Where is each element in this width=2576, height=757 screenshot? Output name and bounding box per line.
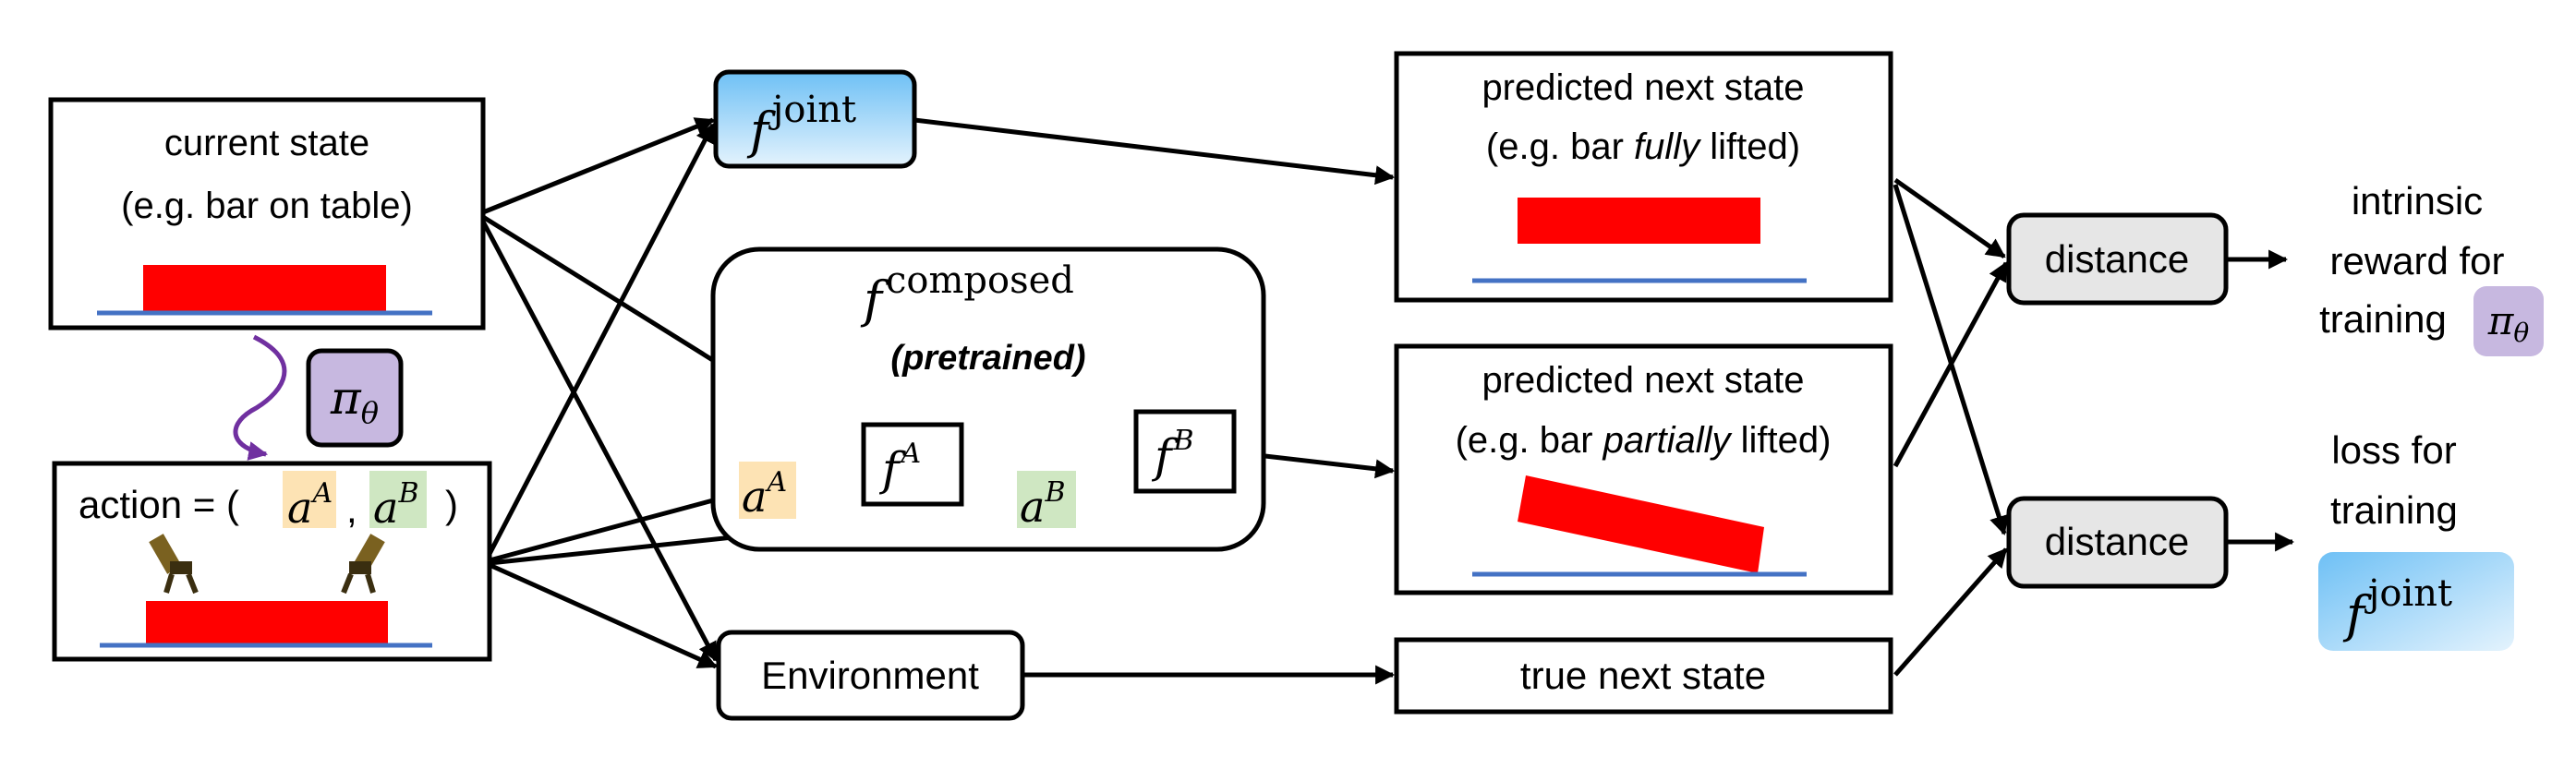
predicted-full-example: (e.g. bar fully lifted) — [1486, 126, 1800, 167]
predicted-full-title: predicted next state — [1482, 67, 1804, 108]
distance-bottom-box: distance — [2006, 496, 2229, 589]
edge-action-to-fjoint — [487, 123, 716, 556]
svg-text:fA: fA — [878, 438, 921, 496]
aB-token-highlight — [1017, 471, 1076, 528]
bar-partially-lifted — [1518, 475, 1764, 573]
gripper-left-icon — [149, 534, 199, 595]
predicted-partial-box: predicted next state (e.g. bar partially… — [1394, 343, 1893, 595]
svg-text:reward for: reward for — [2329, 239, 2504, 282]
true-next-state-label: true next state — [1520, 654, 1766, 697]
action-comma: , — [346, 487, 357, 531]
edge-current-to-fjoint — [482, 117, 715, 215]
current-state-example: (e.g. bar on table) — [121, 186, 413, 226]
current-state-box: current state (e.g. bar on table) — [48, 97, 486, 330]
predicted-partial-title: predicted next state — [1482, 360, 1804, 401]
edge-action-to-environment — [488, 562, 718, 669]
distance-top-label: distance — [2045, 237, 2189, 281]
action-aA: aA — [287, 477, 333, 533]
svg-text:fB: fB — [1151, 425, 1194, 483]
bar-fully-lifted — [1518, 198, 1760, 244]
edge-full-to-distance-top — [1893, 177, 2006, 259]
bar-under-grippers — [146, 601, 388, 645]
edge-true-to-distance-bottom — [1893, 547, 2008, 677]
edge-fjoint-to-predicted-full — [913, 117, 1396, 186]
true-next-state-box: true next state — [1394, 637, 1893, 715]
intrinsic-reward-text: intrinsic reward for training πθ — [2319, 179, 2544, 356]
predicted-partial-example: (e.g. bar partially lifted) — [1456, 420, 1832, 461]
action-box: action = ( aA , aB ) — [52, 461, 492, 662]
policy-badge: πθ — [306, 348, 404, 448]
policy-symbol: πθ — [330, 371, 379, 430]
distance-top-box: distance — [2006, 212, 2229, 306]
gripper-right-icon — [341, 534, 385, 595]
reward-policy-badge: πθ — [2473, 286, 2544, 356]
distance-bottom-label: distance — [2045, 520, 2189, 563]
aB-token: aB — [1020, 476, 1065, 532]
action-aB: aB — [373, 477, 418, 533]
fA-box: fA — [861, 422, 964, 507]
edge-current-to-environment — [480, 220, 719, 662]
aA-highlight — [283, 471, 336, 528]
current-state-title: current state — [164, 123, 369, 163]
fB-box: fB — [1133, 409, 1237, 494]
edge-state-to-policy-action — [233, 334, 287, 461]
environment-box: Environment — [716, 630, 1025, 721]
svg-text:πθ: πθ — [2487, 298, 2530, 348]
bar-on-table — [143, 265, 386, 313]
svg-text:training: training — [2319, 297, 2447, 341]
aA-token: aA — [742, 466, 787, 522]
f-composed-subtitle: (pretrained) — [890, 339, 1085, 378]
aA-token-highlight — [739, 462, 796, 519]
aB-highlight — [369, 471, 427, 528]
action-close-paren: ) — [445, 483, 458, 526]
edge-action-to-aA — [489, 488, 740, 563]
edge-full-to-distance-bottom — [1893, 184, 2009, 536]
predicted-full-box: predicted next state (e.g. bar fully lif… — [1394, 51, 1893, 303]
action-label: action = ( — [79, 483, 239, 526]
svg-text:intrinsic: intrinsic — [2352, 179, 2483, 222]
environment-label: Environment — [761, 654, 979, 697]
svg-text:training: training — [2330, 488, 2458, 532]
svg-text:loss for: loss for — [2331, 428, 2456, 472]
